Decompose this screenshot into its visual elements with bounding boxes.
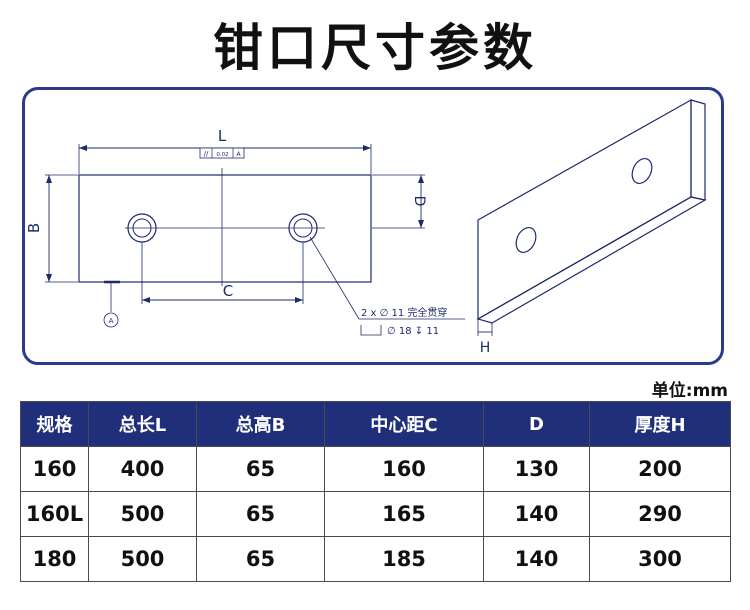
cell-spec: 160L	[20, 491, 89, 537]
front-view-outline	[78, 174, 372, 283]
label-D: D	[411, 196, 427, 207]
cell-length: 400	[88, 446, 197, 492]
cell-length: 500	[88, 536, 197, 582]
datum-a-marker	[103, 312, 119, 328]
hole-callout-2: ∅ 18 ↧ 11	[387, 326, 439, 337]
header-thickness: 厚度H	[589, 401, 731, 447]
iso-hole-left	[515, 227, 537, 253]
technical-drawing: L // 0.02 A B D C A	[22, 87, 724, 365]
table-row: 160L 500 65 165 140 290	[20, 491, 731, 537]
cell-d: 130	[483, 446, 590, 492]
label-B: B	[25, 223, 43, 233]
hole-right-inner	[293, 218, 313, 238]
hole-left-inner	[132, 218, 152, 238]
cell-center-distance: 165	[324, 491, 484, 537]
cell-height: 65	[196, 446, 325, 492]
tolerance-symbol: //	[204, 150, 209, 158]
label-C: C	[223, 282, 233, 300]
header-length: 总长L	[88, 401, 197, 447]
cell-height: 65	[196, 491, 325, 537]
spec-table: 规格 总长L 总高B 中心距C D 厚度H 160 400 65 160 130…	[20, 401, 731, 582]
iso-side-face	[690, 99, 706, 201]
cell-spec: 180	[20, 536, 89, 582]
cell-thickness: 300	[589, 536, 731, 582]
tolerance-frame	[199, 147, 245, 159]
unit-label: 单位:mm	[651, 381, 728, 401]
header-height: 总高B	[196, 401, 325, 447]
table-header-row: 规格 总长L 总高B 中心距C D 厚度H	[20, 401, 731, 447]
iso-bottom-face	[476, 196, 707, 324]
page-title: 钳口尺寸参数	[213, 19, 537, 77]
hole-callout-1: 2 x ∅ 11 完全贯穿	[361, 306, 447, 319]
cell-thickness: 200	[589, 446, 731, 492]
counterbore-symbol	[360, 325, 382, 336]
callout-leader	[309, 236, 360, 320]
table-row: 180 500 65 185 140 300	[20, 536, 731, 582]
table-row: 160 400 65 160 130 200	[20, 446, 731, 492]
cell-center-distance: 185	[324, 536, 484, 582]
cell-height: 65	[196, 536, 325, 582]
iso-hole-right	[631, 158, 653, 184]
header-d: D	[483, 401, 590, 447]
iso-front-face	[477, 98, 692, 321]
header-center-distance: 中心距C	[324, 401, 484, 447]
cell-d: 140	[483, 491, 590, 537]
cell-length: 500	[88, 491, 197, 537]
header-spec: 规格	[20, 401, 89, 447]
cell-spec: 160	[20, 446, 89, 492]
cell-thickness: 290	[589, 491, 731, 537]
tolerance-datum: A	[236, 151, 241, 158]
drawing-canvas: L // 0.02 A B D C A	[25, 98, 707, 356]
label-A: A	[109, 317, 114, 325]
cell-center-distance: 160	[324, 446, 484, 492]
label-L: L	[218, 127, 227, 145]
cell-d: 140	[483, 536, 590, 582]
tolerance-value: 0.02	[216, 152, 228, 158]
label-H: H	[480, 340, 491, 356]
